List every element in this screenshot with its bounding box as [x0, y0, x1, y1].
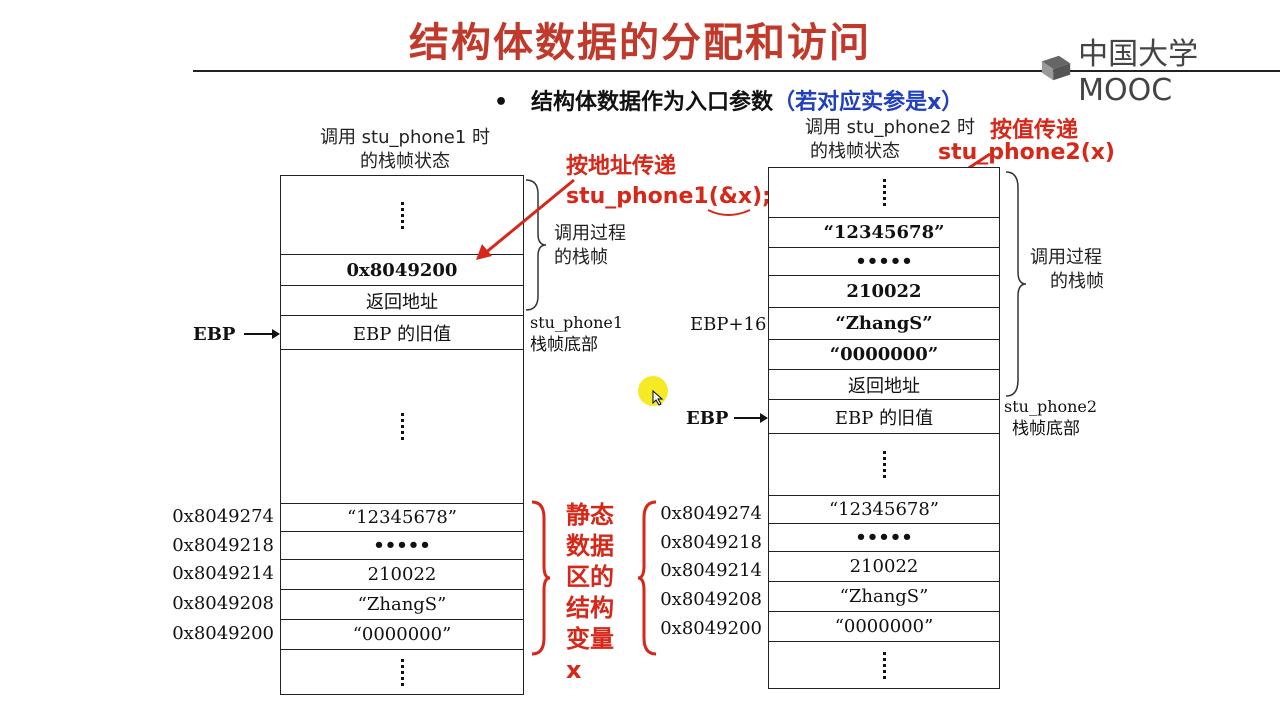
right-static-cell-2: ••••• [769, 524, 999, 552]
left-stack: 0x8049200 返回地址 EBP 的旧值 “12345678” ••••• … [280, 175, 524, 695]
right-call-frame-brace-icon [1005, 171, 1027, 397]
right-cell-3: 210022 [769, 276, 999, 308]
mooc-logo: 中国大学MOOC [1040, 37, 1280, 108]
ampersand-underline-icon [707, 209, 751, 216]
mouse-pointer-icon [652, 390, 664, 406]
left-annotation-line2: stu_phone1(&x); [566, 184, 771, 209]
left-address-3: 0x8049214 [172, 563, 274, 584]
left-annotation-line1: 按地址传递 [566, 154, 677, 179]
left-stack-ellipsis-mid [281, 350, 523, 504]
left-call-label-line1: 调用过程 [554, 223, 626, 244]
right-address-5: 0x8049200 [660, 618, 762, 639]
static-note-line4: 结构 [566, 594, 614, 622]
static-note-line1: 静态 [566, 501, 614, 529]
left-call-frame-label: 调用过程 的栈帧 [554, 222, 626, 270]
right-address-2: 0x8049218 [660, 532, 762, 553]
right-ebp16-label: EBP+16 [690, 314, 767, 335]
right-ebp-arrow-icon [734, 413, 768, 423]
right-static-cell-5: “0000000” [769, 612, 999, 642]
left-caption-line2: 的栈帧状态 [360, 151, 450, 172]
right-frame-bottom-line2: 栈帧底部 [1012, 419, 1080, 439]
right-caption: 调用 stu_phone2 时 的栈帧状态 [790, 116, 990, 164]
left-annotation-arrow-icon [476, 178, 575, 260]
left-ebp-arrow-icon [244, 329, 280, 339]
right-cell-return-address: 返回地址 [769, 370, 999, 400]
left-address-2: 0x8049218 [172, 535, 274, 556]
right-caption-line1: 调用 stu_phone2 时 [804, 117, 976, 138]
static-note-line6: x [566, 656, 582, 684]
left-annotation: 按地址传递 stu_phone1(&x); [566, 152, 771, 212]
right-cell-ebp-old: EBP 的旧值 [769, 400, 999, 434]
bullet-paren: （若对应实参是x） [773, 90, 964, 115]
left-frame-bottom-line1: stu_phone1 [530, 313, 624, 332]
bullet-text: 结构体数据作为入口参数 [531, 90, 774, 115]
right-stack-ellipsis-bottom [769, 642, 999, 688]
right-cell-4: “ZhangS” [769, 308, 999, 340]
right-stack-ellipsis-mid [769, 434, 999, 496]
left-cell-return-address: 返回地址 [281, 286, 523, 316]
right-caption-line2: 的栈帧状态 [810, 141, 900, 162]
left-static-cell-3: 210022 [281, 560, 523, 590]
right-cell-5: “0000000” [769, 340, 999, 370]
left-frame-bottom-line2: 栈帧底部 [530, 335, 598, 355]
static-note-line5: 变量 [566, 625, 614, 653]
bullet-point: • 结构体数据作为入口参数（若对应实参是x） [494, 84, 963, 116]
left-cell-arg: 0x8049200 [281, 254, 523, 286]
mooc-logo-icon [1041, 55, 1071, 81]
left-caption: 调用 stu_phone1 时 的栈帧状态 [290, 126, 520, 174]
right-cell-1: “12345678” [769, 218, 999, 248]
left-stack-ellipsis-top [281, 176, 523, 254]
right-cell-2: ••••• [769, 248, 999, 276]
bullet-mark: • [494, 90, 509, 115]
right-call-label-line1: 调用过程 [1030, 247, 1102, 268]
right-stack: “12345678” ••••• 210022 “ZhangS” “000000… [768, 167, 1000, 689]
right-static-cell-3: 210022 [769, 552, 999, 582]
left-call-frame-brace-icon [525, 179, 547, 311]
right-stack-ellipsis-top [769, 168, 999, 218]
left-address-4: 0x8049208 [172, 593, 274, 614]
right-address-1: 0x8049274 [660, 503, 762, 524]
left-caption-line1: 调用 stu_phone1 时 [319, 127, 491, 148]
left-address-1: 0x8049274 [172, 506, 274, 527]
right-call-label-line2: 的栈帧 [1050, 271, 1104, 292]
right-annotation-line1: 按值传递 [990, 118, 1079, 143]
static-area-brace-left-icon [531, 500, 551, 656]
right-address-3: 0x8049214 [660, 560, 762, 581]
left-stack-ellipsis-bottom [281, 650, 523, 694]
left-frame-bottom-label: stu_phone1 栈帧底部 [530, 312, 623, 356]
right-ebp-label: EBP [686, 408, 729, 429]
static-note-line3: 区的 [566, 563, 614, 591]
right-frame-bottom-label: stu_phone2 栈帧底部 [1004, 396, 1097, 440]
left-call-label-line2: 的栈帧 [554, 247, 608, 268]
left-static-cell-2: ••••• [281, 532, 523, 560]
right-static-cell-1: “12345678” [769, 496, 999, 524]
left-ebp-label: EBP [193, 324, 236, 345]
static-note-line2: 数据 [566, 532, 614, 560]
right-static-cell-4: “ZhangS” [769, 582, 999, 612]
left-address-5: 0x8049200 [172, 623, 274, 644]
left-static-cell-5: “0000000” [281, 620, 523, 650]
title-divider [193, 70, 1280, 72]
slide-title: 结构体数据的分配和访问 [409, 20, 871, 66]
static-variable-note: 静态 数据 区的 结构 变量 x [566, 500, 614, 686]
mooc-logo-text: 中国大学MOOC [1078, 36, 1199, 108]
left-static-cell-1: “12345678” [281, 504, 523, 532]
left-cell-ebp-old: EBP 的旧值 [281, 316, 523, 350]
right-address-4: 0x8049208 [660, 589, 762, 610]
static-area-brace-right-icon [637, 500, 657, 656]
left-static-cell-4: “ZhangS” [281, 590, 523, 620]
right-call-frame-label: 调用过程 的栈帧 [1030, 246, 1112, 294]
right-annotation-line2: stu_phone2(x) [938, 140, 1115, 165]
right-frame-bottom-line1: stu_phone2 [1004, 397, 1098, 416]
